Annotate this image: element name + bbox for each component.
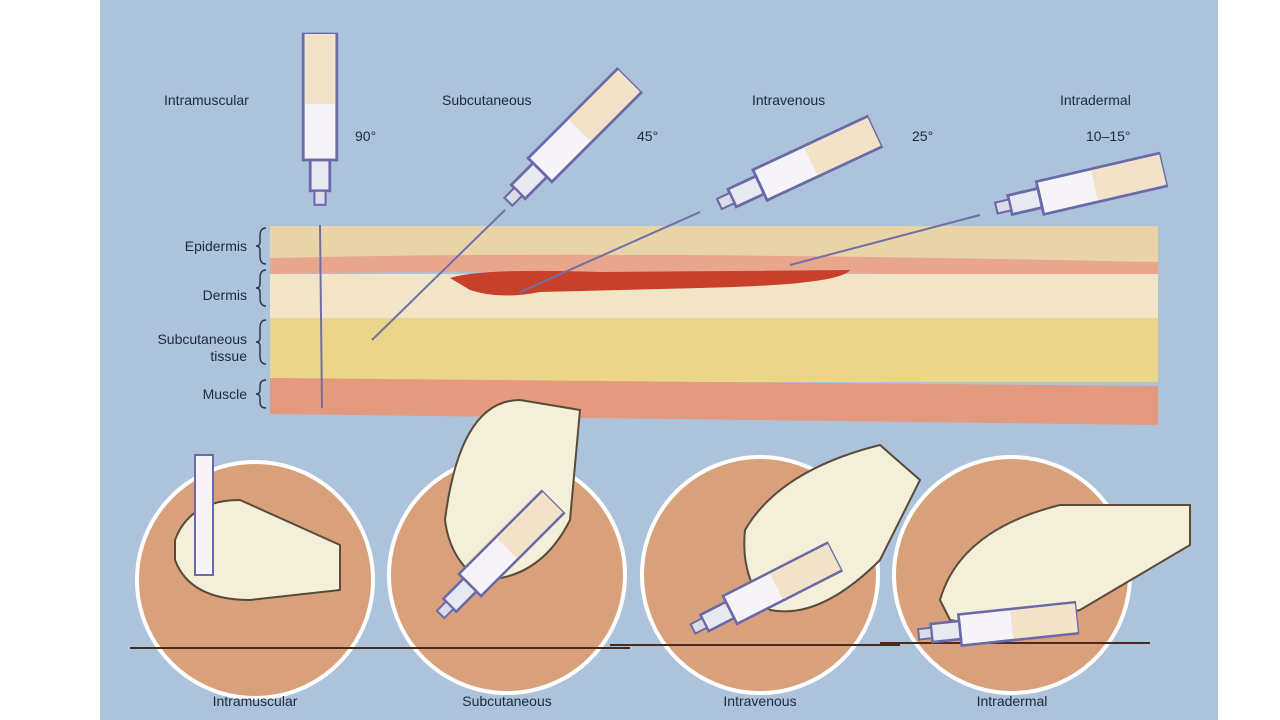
syringe-subcutaneous [495,67,643,215]
skin-cross-section [270,226,1158,425]
hand-subcutaneous [443,398,582,582]
vein [450,270,850,296]
syringe-intradermal [991,151,1168,226]
top-label-intravenous: Intravenous [752,92,826,108]
angle-intradermal: 10–15° [1086,128,1131,144]
angle-intravenous: 25° [912,128,934,144]
angle-intramuscular: 90° [355,128,377,144]
bottom-label-intramuscular: Intramuscular [212,693,298,709]
syringe-intramuscular [301,32,339,207]
hand-intramuscular [174,498,341,602]
layer-label-epidermis: Epidermis [184,238,247,254]
layer-label-dermis: Dermis [202,287,247,303]
layer-label-muscle: Muscle [202,386,247,402]
angle-subcutaneous: 45° [637,128,659,144]
bottom-label-intravenous: Intravenous [723,693,797,709]
bottom-label-subcutaneous: Subcutaneous [462,693,552,709]
top-label-intramuscular: Intramuscular [164,92,249,108]
top-label-intradermal: Intradermal [1060,92,1131,108]
syringe-intravenous [710,115,883,221]
top-label-subcutaneous: Subcutaneous [442,92,532,108]
bottom-label-intradermal: Intradermal [976,693,1048,709]
